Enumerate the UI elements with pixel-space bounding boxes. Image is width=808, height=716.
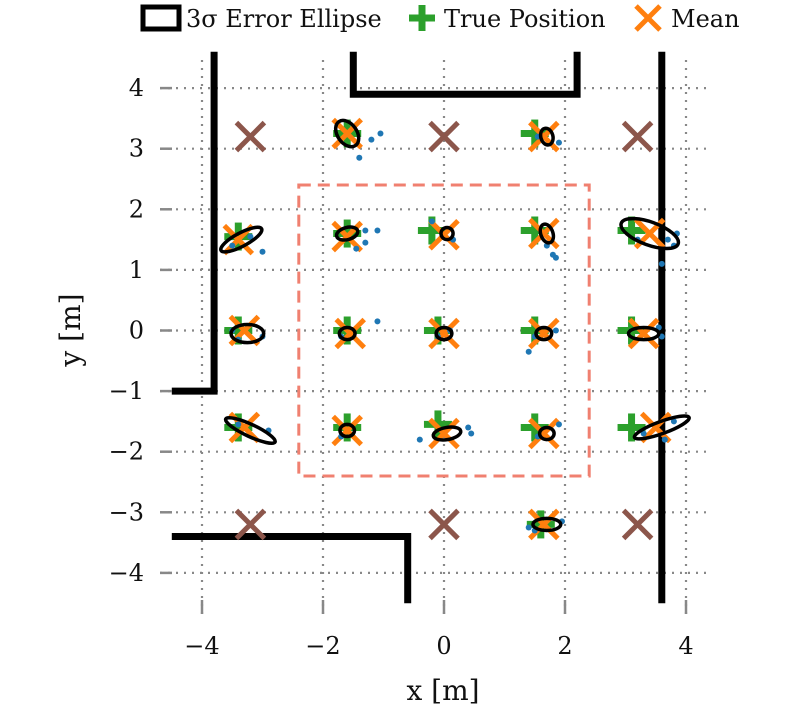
mean-marker-11 — [331, 414, 363, 447]
sample-point-7 — [428, 218, 435, 225]
y-tick-label-8: 4 — [129, 74, 144, 102]
sample-point-38 — [640, 430, 647, 437]
sample-point-10 — [552, 254, 559, 261]
unmeasured-marker-3 — [234, 508, 267, 541]
mean-marker-9 — [627, 317, 660, 350]
unmeasured-marker-1 — [428, 120, 460, 153]
sample-point-35 — [555, 421, 562, 428]
sample-point-33 — [465, 424, 472, 431]
mean-marker-8 — [528, 317, 560, 350]
y-tick-label-3: −1 — [109, 377, 144, 405]
y-tick-label-6: 2 — [129, 195, 144, 223]
x-tick-label-1: −2 — [305, 632, 340, 660]
sample-point-25 — [552, 327, 559, 334]
unmeasured-marker-2 — [621, 120, 654, 153]
sample-point-4 — [374, 227, 381, 234]
sample-point-37 — [670, 418, 677, 425]
error-ellipse-11 — [338, 422, 357, 439]
x-tick-label-4: 4 — [678, 632, 693, 660]
y-tick-label-0: −4 — [109, 559, 144, 587]
error-ellipse-14 — [632, 414, 691, 441]
y-tick-label-1: −3 — [109, 498, 144, 526]
wall-1 — [171, 533, 412, 604]
true-position-markers — [224, 119, 646, 539]
walls — [171, 51, 666, 604]
legend-label-mean: Mean — [671, 5, 740, 33]
sample-point-5 — [362, 239, 369, 246]
error-ellipse-8 — [534, 325, 554, 342]
true-position-marker-14 — [617, 413, 646, 442]
error-ellipse-13 — [537, 425, 556, 442]
y-tick-label-5: 1 — [129, 256, 144, 284]
error-ellipse-16 — [538, 126, 555, 147]
y-tick-label-4: 0 — [129, 317, 144, 345]
mean-marker-2 — [428, 218, 460, 251]
error-ellipse-4 — [619, 216, 681, 251]
error-ellipses — [219, 118, 691, 533]
y-tick-label-7: 3 — [129, 135, 144, 163]
legend-true-position-swatch — [409, 5, 435, 31]
x-tick-label-3: 2 — [557, 632, 572, 660]
sample-point-41 — [356, 154, 363, 161]
unmeasured-markers — [234, 120, 654, 541]
sample-point-39 — [661, 436, 668, 443]
error-ellipse-12 — [431, 425, 463, 442]
unmeasured-marker-5 — [621, 508, 654, 541]
sample-point-28 — [658, 333, 665, 340]
x-axis-label: x [m] — [406, 674, 479, 707]
error-ellipse-7 — [434, 325, 454, 342]
sample-point-43 — [555, 139, 562, 146]
wall-0 — [171, 51, 218, 395]
mean-marker-17 — [528, 508, 560, 541]
unmeasured-marker-0 — [234, 120, 267, 153]
error-ellipse-15 — [333, 118, 361, 149]
sample-point-34 — [468, 430, 475, 437]
sample-point-3 — [362, 227, 369, 234]
mean-marker-3 — [528, 217, 560, 250]
y-tick-label-2: −2 — [109, 438, 144, 466]
sample-point-30 — [235, 421, 242, 428]
legend-ellipse-swatch — [140, 4, 182, 32]
sample-point-42 — [377, 130, 384, 137]
legend-mean-swatch — [634, 4, 662, 32]
error-ellipse-17 — [531, 516, 563, 533]
sample-point-12 — [664, 236, 671, 243]
sample-point-45 — [525, 524, 532, 531]
axis-ticks: −4 −2 0 2 4 −4 −3 −2 −1 0 1 2 3 4 — [109, 74, 694, 660]
error-ellipse-1 — [334, 225, 360, 242]
sample-point-14 — [658, 260, 665, 267]
mean-marker-6 — [334, 317, 366, 350]
unmeasured-marker-4 — [428, 508, 460, 541]
x-tick-label-0: −4 — [184, 632, 219, 660]
error-ellipse-0 — [219, 225, 264, 254]
mean-marker-7 — [428, 317, 460, 350]
sample-point-20 — [374, 318, 381, 325]
mean-marker-16 — [528, 120, 560, 153]
sample-point-0 — [229, 242, 236, 249]
error-ellipse-9 — [626, 325, 661, 342]
legend-label-ellipse: 3σ Error Ellipse — [186, 5, 382, 33]
sample-point-1 — [247, 233, 254, 240]
sample-point-40 — [368, 136, 375, 143]
error-ellipse-6 — [337, 325, 357, 342]
evaluation-region — [297, 183, 591, 478]
sample-point-24 — [525, 348, 532, 355]
error-ellipse-5 — [229, 322, 266, 345]
sample-point-6 — [353, 245, 360, 252]
y-axis-label: y [m] — [54, 293, 87, 367]
region-rect — [297, 183, 591, 478]
x-tick-label-2: 0 — [436, 632, 451, 660]
legend: 3σ Error Ellipse True Position Mean — [140, 4, 740, 33]
mean-marker-12 — [428, 417, 460, 450]
sample-point-2 — [259, 248, 266, 255]
error-ellipse-10 — [223, 415, 277, 445]
error-ellipse-3 — [538, 222, 556, 245]
error-ellipse-2 — [439, 225, 455, 242]
legend-label-true-position: True Position — [444, 5, 606, 33]
sample-points — [229, 130, 680, 534]
wall-2 — [349, 51, 581, 98]
sample-point-32 — [416, 436, 423, 443]
mean-marker-13 — [528, 417, 560, 450]
